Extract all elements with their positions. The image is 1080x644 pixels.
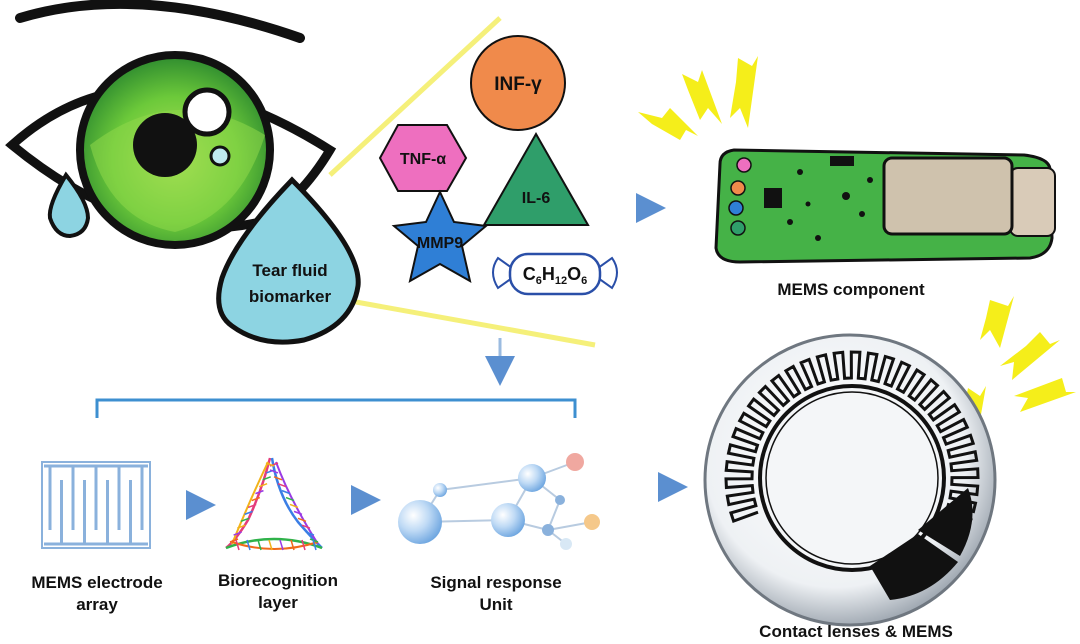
- eye-icon: [5, 0, 337, 249]
- inf-gamma-label: INF-γ: [494, 74, 542, 95]
- il6-label: IL-6: [522, 190, 551, 207]
- lens-antenna-trace: [724, 350, 980, 546]
- glucose-candy: C6H12O6: [492, 252, 618, 296]
- electrode-label-line1: MEMS electrode: [31, 573, 162, 592]
- biorecog-label-line1: Biorecognition: [218, 571, 338, 590]
- glucose-formula: C6H12O6: [523, 264, 588, 287]
- drop-label-line2: biomarker: [249, 287, 332, 306]
- tnf-alpha-hexagon: TNF-α: [378, 124, 468, 192]
- mems-board: [714, 148, 1056, 264]
- mmp9-label: MMP9: [417, 235, 463, 252]
- signal-label-line1: Signal response: [430, 573, 561, 592]
- mmp9-star: MMP9: [391, 189, 489, 283]
- signal-network-icon: [398, 453, 600, 550]
- biorecog-label-line2: layer: [258, 593, 298, 612]
- tear-drop: Tear fluid biomarker: [216, 176, 361, 345]
- small-tear-icon: [47, 171, 91, 239]
- biomarker-frame-lines: [328, 16, 596, 348]
- electrode-label-line2: array: [76, 595, 118, 614]
- lightning-bolts-lens: [962, 296, 1076, 420]
- inf-gamma-circle: INF-γ: [470, 35, 566, 131]
- dna-biorecognition-icon: [225, 457, 323, 551]
- contact-lens-label: Contact lenses & MEMS: [759, 622, 953, 641]
- tnf-alpha-label: TNF-α: [400, 151, 446, 168]
- electrode-array-icon: [41, 461, 151, 549]
- il6-triangle: IL-6: [482, 131, 590, 226]
- lightning-bolts-top: [638, 56, 758, 140]
- contact-lens: [703, 333, 997, 627]
- signal-label-line2: Unit: [479, 595, 512, 614]
- mems-component-label: MEMS component: [777, 280, 925, 299]
- bracket: [95, 398, 577, 418]
- drop-label-line1: Tear fluid: [252, 261, 327, 280]
